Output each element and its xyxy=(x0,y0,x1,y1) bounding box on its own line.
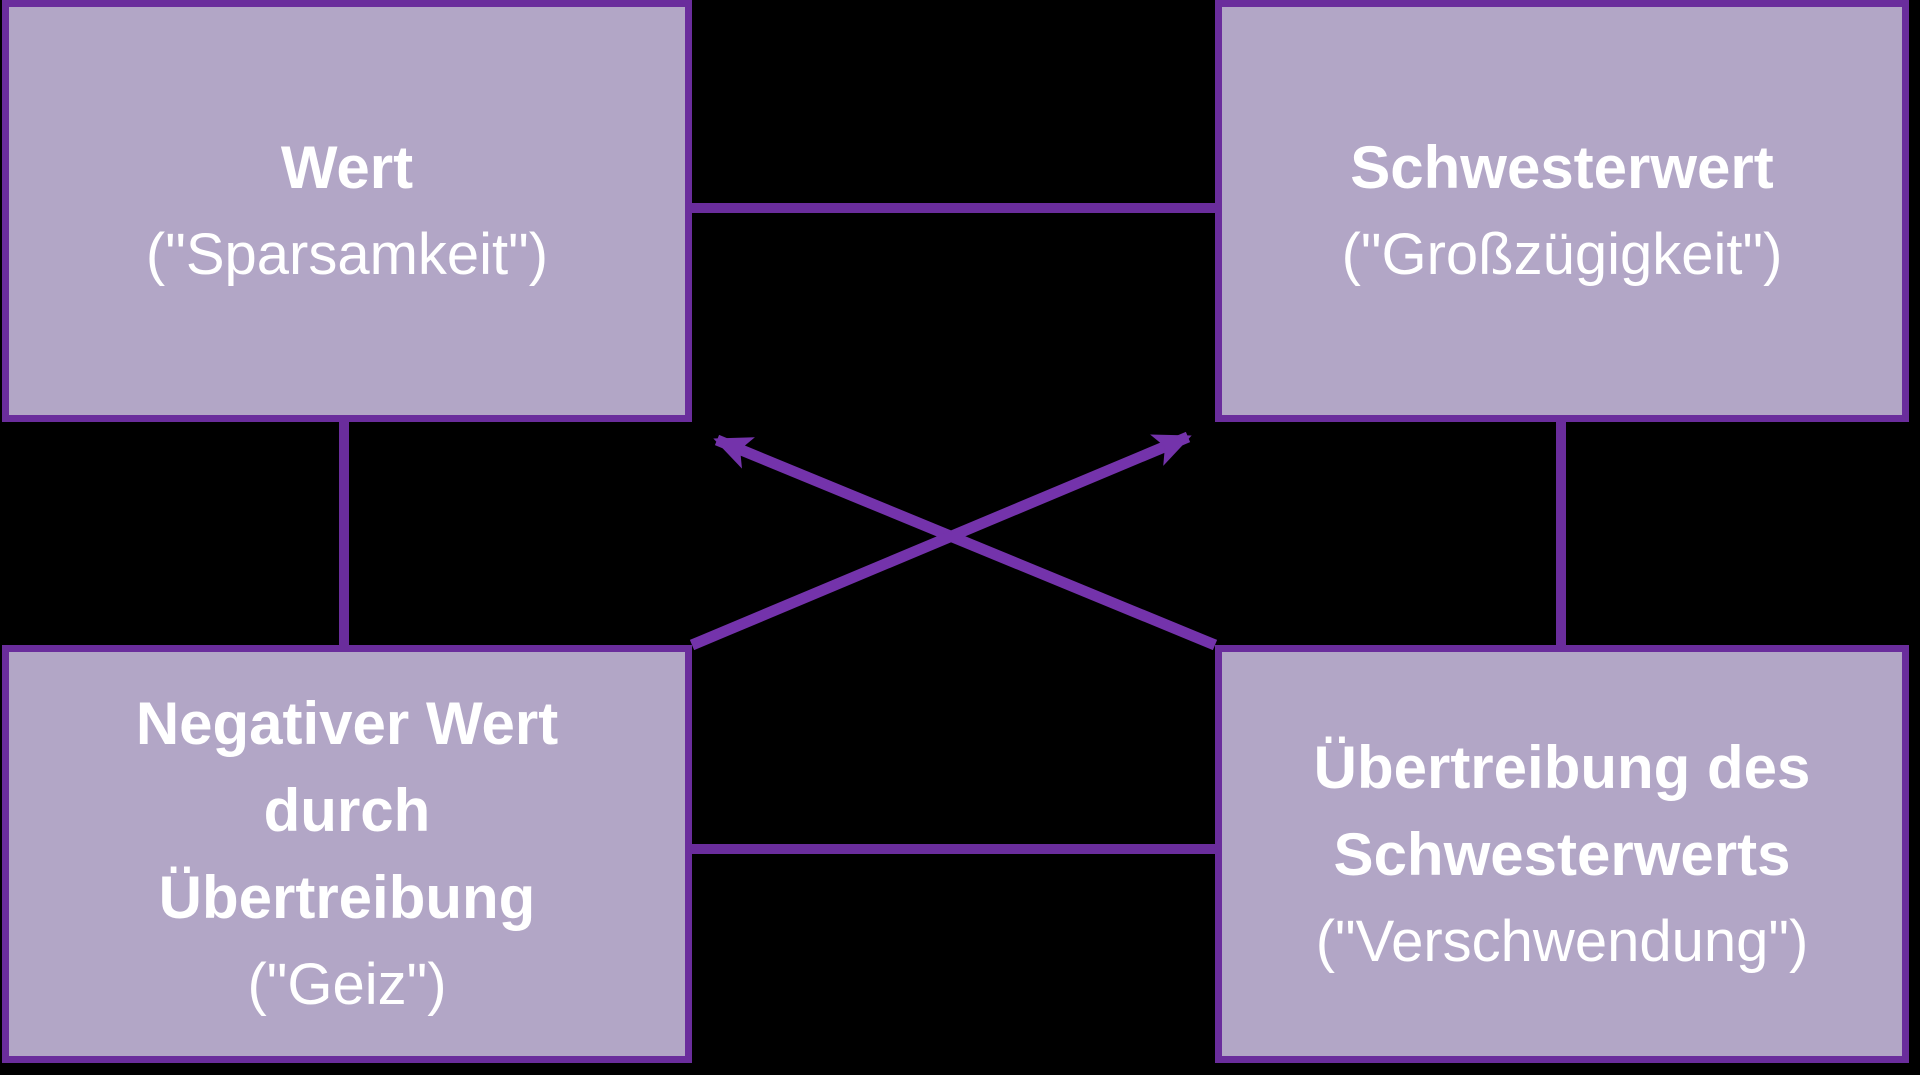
box-uebertreibung-des-schwesterwerts: Übertreibung des Schwesterwerts ("Versch… xyxy=(1215,645,1909,1063)
connector-top-horizontal xyxy=(692,203,1215,213)
box-schwesterwert: Schwesterwert ("Großzügigkeit") xyxy=(1215,0,1909,422)
connector-left-vertical xyxy=(339,422,349,645)
box-uebertreibung-subtitle: ("Verschwendung") xyxy=(1315,908,1809,974)
box-wert: Wert ("Sparsamkeit") xyxy=(2,0,692,422)
box-uebertreibung-title: Übertreibung des Schwesterwerts xyxy=(1313,733,1811,888)
box-schwesterwert-subtitle: ("Großzügigkeit") xyxy=(1341,222,1783,287)
arrow-negativer-wert-to-schwesterwert-icon xyxy=(689,431,1192,651)
box-negativer-wert-subtitle: ("Geiz") xyxy=(247,952,447,1017)
connector-bottom-horizontal xyxy=(692,844,1215,854)
box-wert-subtitle: ("Sparsamkeit") xyxy=(145,222,549,287)
connector-right-vertical xyxy=(1556,422,1566,645)
box-negativer-wert: Negativer Wert durch Übertreibung ("Geiz… xyxy=(2,645,692,1063)
arrow-uebertreibung-to-wert-icon xyxy=(713,434,1218,651)
box-negativer-wert-title: Negativer Wert durch Übertreibung xyxy=(135,690,559,931)
box-schwesterwert-title: Schwesterwert xyxy=(1350,134,1774,201)
box-wert-title: Wert xyxy=(280,134,414,201)
